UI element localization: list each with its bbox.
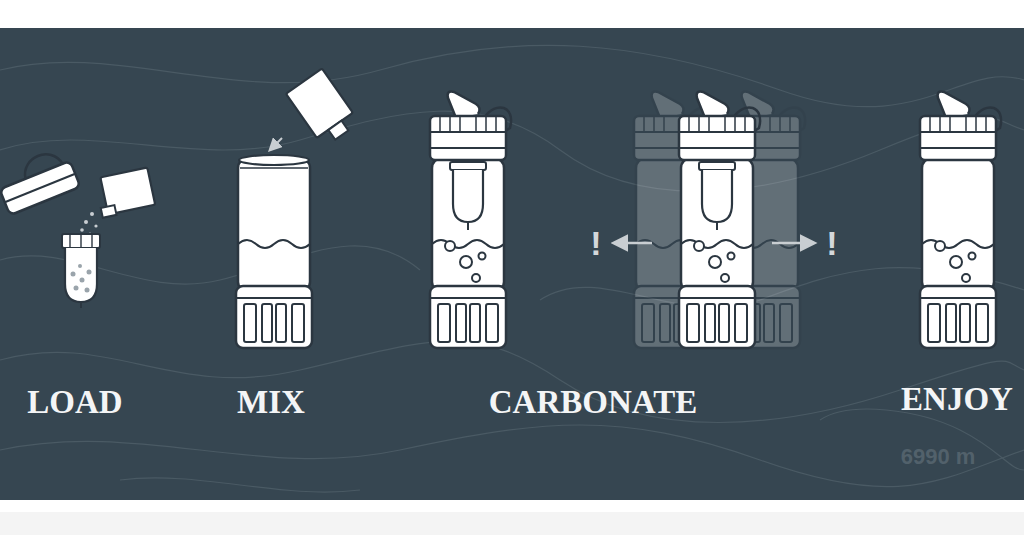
alert-mark: !: [826, 226, 837, 260]
step-label-slot: ENJOY: [901, 383, 1013, 416]
watermark: 6990 m: [901, 446, 976, 468]
step-label: LOAD: [27, 386, 122, 419]
step-label: MIX: [237, 386, 305, 419]
alert-mark-slot: !: [590, 226, 601, 260]
step-label: CARBONATE: [489, 386, 697, 419]
step-label: ENJOY: [901, 383, 1013, 416]
alert-mark-slot: !: [826, 226, 837, 260]
step-label-slot: CARBONATE: [489, 386, 697, 419]
alert-mark: !: [590, 226, 601, 260]
step-label-slot: MIX: [237, 386, 305, 419]
step-label-slot: LOAD: [27, 386, 122, 419]
watermark-slot: 6990 m: [901, 446, 976, 468]
